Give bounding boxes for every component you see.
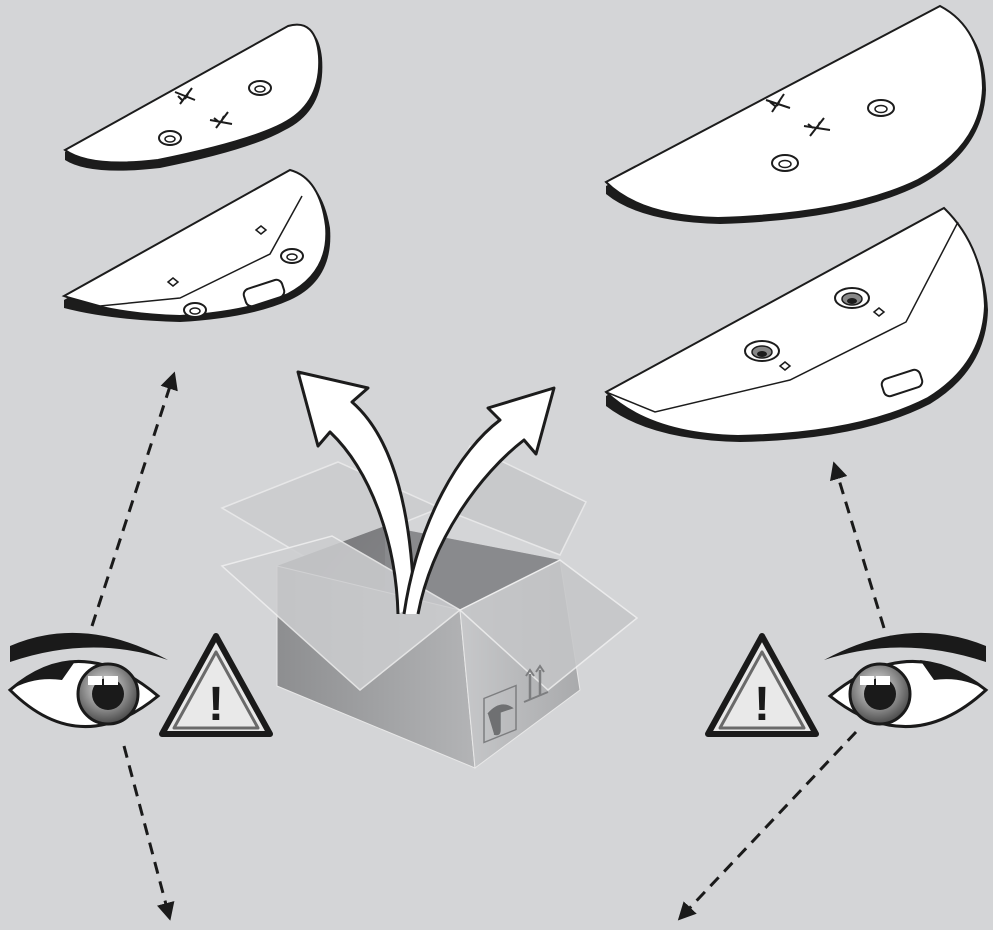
warning-triangle-icon: ! bbox=[705, 633, 819, 737]
clip-icon bbox=[174, 87, 233, 129]
eye-icon bbox=[824, 632, 989, 728]
warning-mark: ! bbox=[208, 678, 224, 731]
clip-icon bbox=[765, 93, 831, 137]
mount-hole bbox=[183, 302, 207, 318]
mount-hole bbox=[867, 99, 895, 117]
open-box-icon bbox=[220, 444, 639, 769]
small-top-plate bbox=[63, 23, 323, 171]
eye-icon bbox=[7, 632, 168, 728]
this-way-up-icon bbox=[523, 664, 549, 703]
warning-mark: ! bbox=[754, 678, 770, 731]
mount-hole bbox=[771, 154, 799, 172]
grip-pad bbox=[880, 368, 924, 398]
grip-pad bbox=[242, 278, 286, 308]
curved-arrow-icon bbox=[296, 370, 556, 615]
small-bottom-plate bbox=[61, 168, 331, 322]
mount-hole bbox=[248, 80, 272, 96]
warning-triangle-icon: ! bbox=[159, 633, 273, 737]
large-top-plate bbox=[604, 4, 986, 224]
mount-hole bbox=[280, 248, 304, 264]
large-bottom-plate bbox=[604, 206, 988, 442]
mount-hole bbox=[158, 130, 182, 146]
dashed-arrow-icon bbox=[90, 371, 886, 921]
umbrella-icon bbox=[483, 684, 517, 744]
